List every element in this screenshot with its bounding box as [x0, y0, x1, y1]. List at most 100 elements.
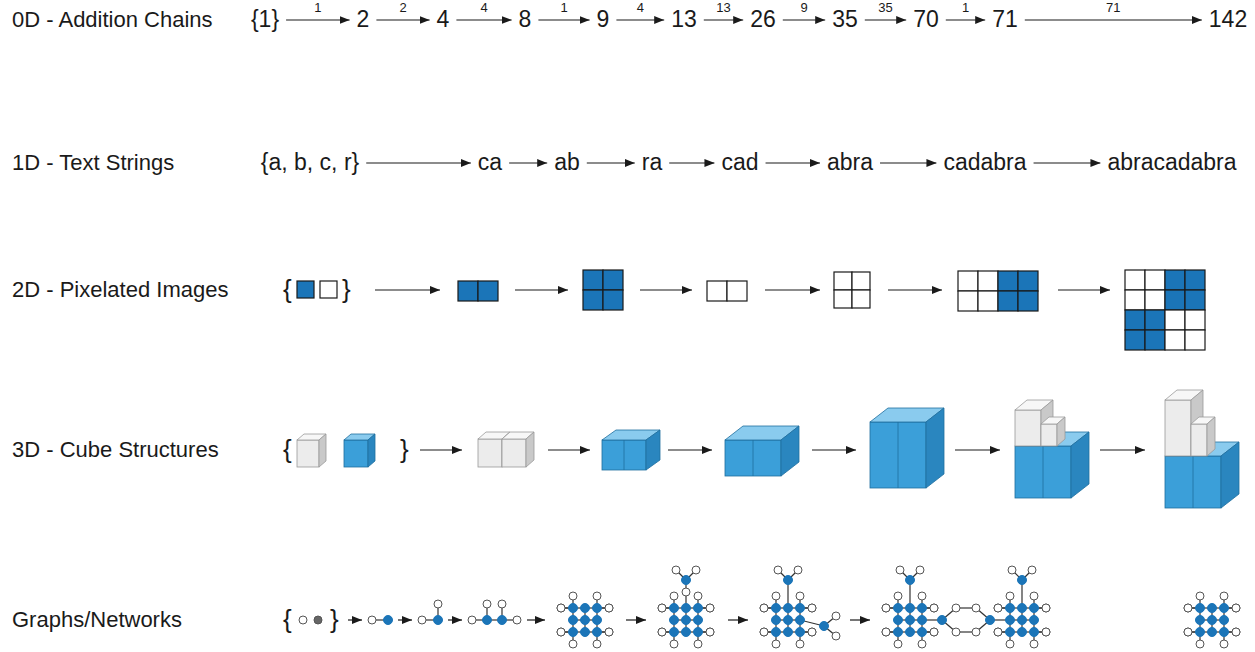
brace-text: }: [330, 604, 339, 634]
row-title-text: 0D - Addition Chains: [12, 7, 213, 32]
step-label: 13: [714, 1, 732, 15]
element-text: 13: [671, 6, 697, 32]
graph: [368, 616, 393, 625]
chain-element: 13: [669, 6, 699, 33]
graph: [468, 600, 521, 625]
pixel: [1018, 271, 1038, 291]
pixel: [958, 291, 978, 311]
pixel: [1145, 290, 1165, 310]
row-title-text: 2D - Pixelated Images: [12, 277, 228, 302]
assembly-arrow: [1025, 19, 1202, 20]
chain-element: 26: [748, 6, 778, 33]
pixel: [297, 281, 314, 298]
chain-element: ab: [552, 149, 582, 176]
pixel: [1125, 270, 1145, 290]
step-arrow: [812, 449, 856, 450]
element-text: abracadabra: [1107, 149, 1236, 175]
pixel: [1165, 290, 1185, 310]
cube: [297, 434, 326, 467]
pixel: [1165, 270, 1185, 290]
element-text: cadabra: [943, 149, 1026, 175]
cube: [1191, 417, 1215, 456]
pixel: [1018, 291, 1038, 311]
pixel: [1125, 330, 1145, 350]
chain-element: 4: [435, 6, 452, 33]
pixel: [1185, 270, 1205, 290]
row-title-text: Graphs/Networks: [12, 607, 182, 632]
brace-text: {: [283, 274, 292, 304]
assembly-arrow: [704, 19, 743, 20]
pixel: [1145, 270, 1165, 290]
pixel: [1145, 310, 1165, 330]
step-arrow: [765, 289, 820, 290]
chain-element: abracadabra: [1105, 149, 1238, 176]
element-text: 35: [832, 6, 858, 32]
step-arrow: [348, 619, 362, 620]
graph: [299, 616, 322, 624]
row-title-text: 1D - Text Strings: [12, 150, 174, 175]
chain-element: ra: [640, 149, 664, 176]
chain-element: abra: [825, 149, 875, 176]
pixel: [1185, 330, 1205, 350]
step-label: 1: [558, 1, 569, 15]
chain-element: {a, b, c, r}: [259, 149, 361, 176]
set-brace: }: [342, 275, 351, 304]
assembly-arrow: [946, 19, 985, 20]
element-text: 26: [750, 6, 776, 32]
assembly-arrow: [376, 19, 429, 20]
assembly-arrow: [865, 19, 906, 20]
step-arrow: [626, 619, 646, 620]
assembly-arrow: [783, 19, 825, 20]
step-label: 1: [960, 1, 971, 15]
graph: [760, 566, 840, 648]
element-text: ra: [642, 149, 662, 175]
pixel: [958, 271, 978, 291]
pixel: [1185, 290, 1205, 310]
set-brace: {: [283, 435, 292, 464]
step-arrow: [448, 619, 462, 620]
row-title: 2D - Pixelated Images: [12, 278, 228, 302]
assembly-arrow: [669, 162, 714, 163]
chain-element: 70: [911, 6, 941, 33]
chain-element: 8: [517, 6, 534, 33]
element-text: {a, b, c, r}: [261, 149, 359, 175]
element-text: 71: [992, 6, 1018, 32]
pixel: [1185, 310, 1205, 330]
row-title: 3D - Cube Structures: [12, 438, 219, 462]
pixel: [603, 290, 623, 310]
step-arrow: [515, 289, 568, 290]
element-text: ab: [554, 149, 580, 175]
chain-element: 35: [830, 6, 860, 33]
pixel: [707, 281, 727, 301]
cube: [602, 430, 660, 470]
cube: [344, 434, 375, 467]
element-text: ca: [478, 149, 502, 175]
pixel: [583, 270, 603, 290]
step-arrow: [668, 449, 712, 450]
step-label: 4: [635, 1, 646, 15]
chain-element: 9: [595, 6, 612, 33]
graph: [658, 566, 714, 648]
step-label: 71: [1104, 1, 1122, 15]
chain-element: 2: [355, 6, 372, 33]
step-arrow: [548, 449, 590, 450]
step-label: 1: [312, 1, 323, 15]
step-arrow: [1058, 289, 1110, 290]
pixel: [320, 281, 337, 298]
step-arrow: [1100, 449, 1145, 450]
element-text: abra: [827, 149, 873, 175]
element-text: 142: [1209, 6, 1247, 32]
pixel: [478, 281, 498, 301]
assembly-arrow: [880, 162, 936, 163]
pixel: [1165, 330, 1185, 350]
element-text: 9: [597, 6, 610, 32]
pixel: [1125, 310, 1145, 330]
step-arrow: [375, 289, 440, 290]
cube: [870, 408, 944, 488]
pixel: [458, 281, 478, 301]
assembly-arrow: [509, 162, 547, 163]
step-label: 2: [397, 1, 408, 15]
cube: [725, 426, 799, 476]
graph: [557, 592, 613, 648]
pixel: [978, 271, 998, 291]
